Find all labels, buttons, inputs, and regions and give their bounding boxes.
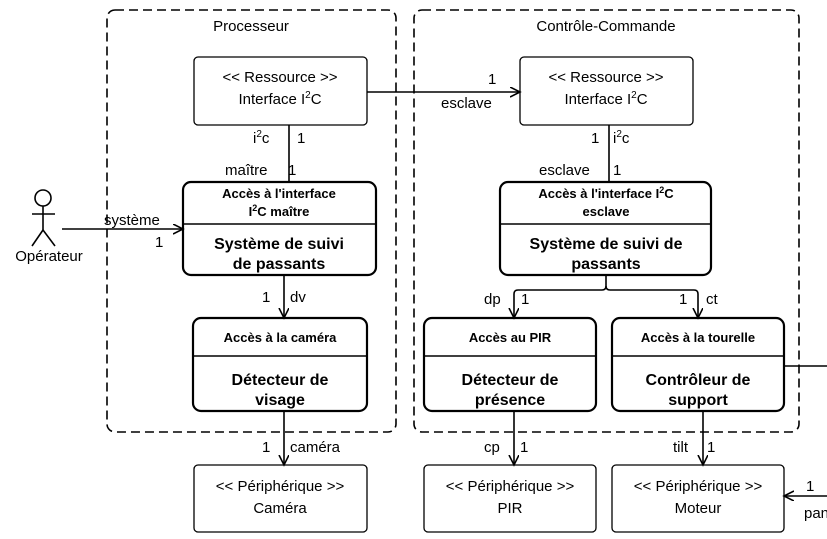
label-tilt-mult: 1 bbox=[707, 439, 715, 456]
label-actor-role: système bbox=[104, 212, 160, 229]
label-proc-i2c: i2c bbox=[253, 129, 270, 147]
name-detecteur-presence-line1: Détecteur de bbox=[462, 372, 559, 389]
name-controleur-support-line2: support bbox=[668, 392, 728, 409]
peripheral-pir-name: PIR bbox=[497, 500, 522, 517]
peripheral-moteur bbox=[611, 464, 785, 533]
zone-processeur-title: Processeur bbox=[213, 18, 289, 35]
port-detecteur-visage: Accès à la caméra bbox=[224, 330, 338, 345]
port-detecteur-presence: Accès au PIR bbox=[469, 330, 552, 345]
peripheral-camera bbox=[193, 464, 368, 533]
resource-processeur-name: Interface I2C bbox=[238, 90, 321, 108]
label-dv-role: dv bbox=[290, 289, 306, 306]
name-controleur-support-line1: Contrôleur de bbox=[646, 372, 751, 389]
label-ctrl-i2c-mult: 1 bbox=[591, 130, 599, 147]
actor-leg-left bbox=[31, 229, 44, 247]
label-ctrl-esclave: esclave bbox=[539, 162, 590, 179]
zone-controle-commande bbox=[413, 9, 800, 433]
label-tilt-role: tilt bbox=[673, 439, 689, 456]
label-proc-maitre-mult: 1 bbox=[288, 162, 296, 179]
label-cp-mult: 1 bbox=[520, 439, 528, 456]
label-dp-mult: 1 bbox=[521, 291, 529, 308]
label-pan-mult: 1 bbox=[806, 478, 814, 495]
label-proc-maitre: maître bbox=[225, 162, 268, 179]
label-cp-role: cp bbox=[484, 439, 500, 456]
resource-controle-name: Interface I2C bbox=[564, 90, 647, 108]
name-suivi-processeur-line2: de passants bbox=[233, 256, 326, 273]
peripheral-camera-stereotype: << Périphérique >> bbox=[216, 478, 345, 495]
resource-processeur-stereotype: << Ressource >> bbox=[222, 69, 337, 86]
peripheral-pir bbox=[423, 464, 597, 533]
label-ct-mult: 1 bbox=[679, 291, 687, 308]
actor-leg-right bbox=[42, 229, 56, 247]
port-controleur-support: Accès à la tourelle bbox=[641, 330, 755, 345]
port-suivi-processeur-line1: Accès à l'interface bbox=[222, 186, 336, 201]
label-ctrl-i2c: i2c bbox=[613, 129, 630, 147]
label-dp-role: dp bbox=[484, 291, 501, 308]
label-actor-mult: 1 bbox=[155, 234, 163, 251]
name-suivi-controle-line1: Système de suivi de bbox=[530, 236, 683, 253]
link-resources-role: esclave bbox=[441, 95, 492, 112]
zone-controle-commande-title: Contrôle-Commande bbox=[536, 18, 675, 35]
label-ct-role: ct bbox=[706, 291, 719, 308]
name-detecteur-visage-line2: visage bbox=[255, 392, 305, 409]
label-camera-role: caméra bbox=[290, 439, 341, 456]
link-resources-mult: 1 bbox=[488, 71, 496, 88]
zone-processeur bbox=[106, 9, 397, 433]
label-dv-mult: 1 bbox=[262, 289, 270, 306]
actor-label: Opérateur bbox=[15, 248, 83, 265]
resource-controle-stereotype: << Ressource >> bbox=[548, 69, 663, 86]
port-suivi-processeur-line2: I2C maître bbox=[249, 203, 310, 219]
name-suivi-controle-line2: passants bbox=[571, 256, 640, 273]
port-suivi-controle-line1: Accès à l'interface I2C bbox=[538, 185, 674, 201]
name-detecteur-presence-line2: présence bbox=[475, 392, 545, 409]
label-ctrl-esclave-mult: 1 bbox=[613, 162, 621, 179]
port-suivi-controle-line2: esclave bbox=[583, 204, 630, 219]
link-suivi-support bbox=[605, 285, 698, 318]
peripheral-moteur-name: Moteur bbox=[675, 500, 722, 517]
resource-interface-i2c-processeur bbox=[193, 56, 368, 126]
label-proc-i2c-mult: 1 bbox=[297, 130, 305, 147]
peripheral-moteur-stereotype: << Périphérique >> bbox=[634, 478, 763, 495]
name-suivi-processeur-line1: Système de suivi bbox=[214, 236, 344, 253]
peripheral-camera-name: Caméra bbox=[253, 500, 307, 517]
actor-head bbox=[34, 189, 52, 207]
peripheral-pir-stereotype: << Périphérique >> bbox=[446, 478, 575, 495]
name-detecteur-visage-line1: Détecteur de bbox=[232, 372, 329, 389]
actor-operateur bbox=[31, 189, 56, 247]
label-camera-mult: 1 bbox=[262, 439, 270, 456]
label-pan-role: pan bbox=[804, 505, 827, 522]
